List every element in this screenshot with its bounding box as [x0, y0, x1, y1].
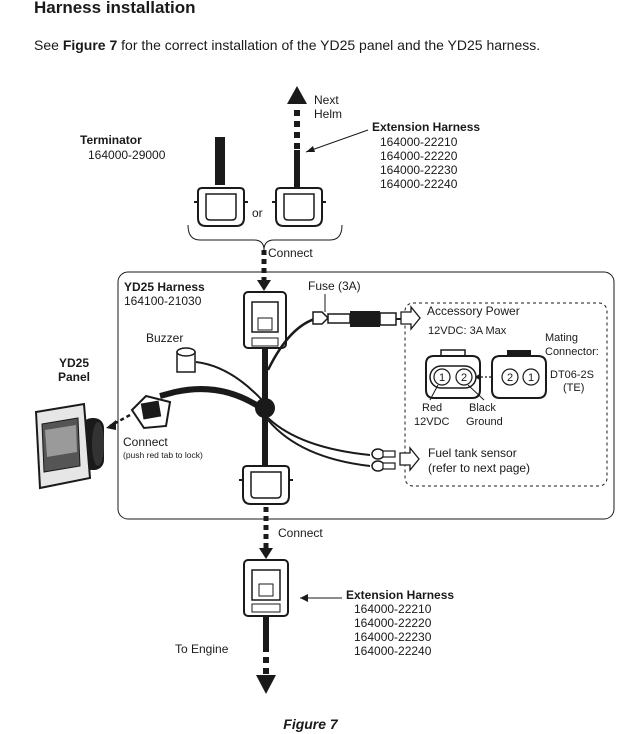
- fuse-holder: [312, 311, 351, 325]
- accessory-dashed-box: [404, 302, 608, 487]
- pin-2-right: 2: [507, 372, 513, 384]
- option-bracket: [187, 224, 343, 251]
- connect-panel-label: Connect: [123, 435, 168, 449]
- terminator: [193, 137, 249, 227]
- black-label: Black: [469, 402, 496, 414]
- mating-label: Mating: [545, 332, 578, 344]
- fuel-sensor-note: (refer to next page): [428, 461, 530, 475]
- connect-top-label: Connect: [268, 246, 313, 260]
- fuel-sensor-label: Fuel tank sensor: [428, 446, 517, 460]
- yd25-panel-label-2: Panel: [58, 370, 90, 384]
- section-heading: Harness installation: [34, 0, 196, 17]
- ext-top-title: Extension Harness: [372, 120, 480, 134]
- accessory-plug: [350, 311, 402, 327]
- ext-top-part-1: 164000-22210: [380, 135, 458, 149]
- ext-bottom-part-1: 164000-22210: [354, 602, 432, 616]
- fuel-sensor-terminals: [371, 448, 396, 472]
- figure-caption: Figure 7: [283, 716, 338, 732]
- harness-junction: [255, 398, 275, 418]
- buzzer-label: Buzzer: [146, 331, 183, 345]
- pin-1-left: 1: [439, 372, 445, 384]
- connect-bottom-label: Connect: [278, 526, 323, 540]
- next-helm-label: Next: [314, 93, 339, 107]
- yd25-harness-title: YD25 Harness: [124, 280, 205, 294]
- buzzer: [176, 347, 196, 373]
- terminator-title: Terminator: [80, 133, 142, 147]
- pin-1-right: 1: [528, 372, 534, 384]
- ground-label: Ground: [466, 416, 503, 428]
- red-voltage-label: 12VDC: [414, 416, 450, 428]
- dt06-label-2: (TE): [563, 382, 584, 394]
- red-label: Red: [422, 402, 442, 414]
- figure-reference: Figure 7: [62, 37, 118, 53]
- yd25-harness-part: 164100-21030: [124, 294, 202, 308]
- ext-top-part-2: 164000-22220: [380, 149, 458, 163]
- mating-label-2: Connector:: [545, 346, 599, 358]
- harness-frame: [117, 271, 615, 520]
- ext-top-part-4: 164000-22240: [380, 177, 458, 191]
- panel-harness-connector: [130, 394, 172, 430]
- pin-2-left: 2: [461, 372, 467, 384]
- accessory-arrow: [400, 305, 421, 331]
- terminator-part: 164000-29000: [88, 148, 166, 162]
- harness-accessory-connector: [425, 349, 481, 399]
- ext-bottom-part-4: 164000-22240: [354, 644, 432, 658]
- dt06-label: DT06-2S: [550, 369, 594, 381]
- ext-bottom-part-2: 164000-22220: [354, 616, 432, 630]
- fuel-arrow: [399, 446, 420, 472]
- to-engine-label: To Engine: [175, 642, 229, 656]
- push-tab-note: (push red tab to lock): [123, 450, 203, 460]
- or-label: or: [252, 206, 263, 220]
- accessory-power-label: Accessory Power: [427, 304, 520, 318]
- bottom-extension-connector: [243, 559, 289, 694]
- next-helm-label-2: Helm: [314, 107, 342, 121]
- intro-after: for the correct installation of the YD25…: [117, 37, 541, 53]
- harness-lower-connector: [238, 465, 294, 505]
- yd25-panel-label: YD25: [59, 356, 89, 370]
- intro-text: See Figure 7 for the correct installatio…: [34, 37, 540, 53]
- accessory-spec: 12VDC: 3A Max: [428, 325, 507, 337]
- intro-before: See: [34, 37, 63, 53]
- ext-bottom-title: Extension Harness: [346, 588, 454, 602]
- mating-connector: [491, 350, 547, 399]
- ext-bottom-part-3: 164000-22230: [354, 630, 432, 644]
- harness-upper-connector: [243, 291, 287, 349]
- ext-top-part-3: 164000-22230: [380, 163, 458, 177]
- top-extension-connector: [271, 86, 327, 227]
- yd25-panel-device: [34, 402, 104, 490]
- fuse-label: Fuse (3A): [308, 279, 361, 293]
